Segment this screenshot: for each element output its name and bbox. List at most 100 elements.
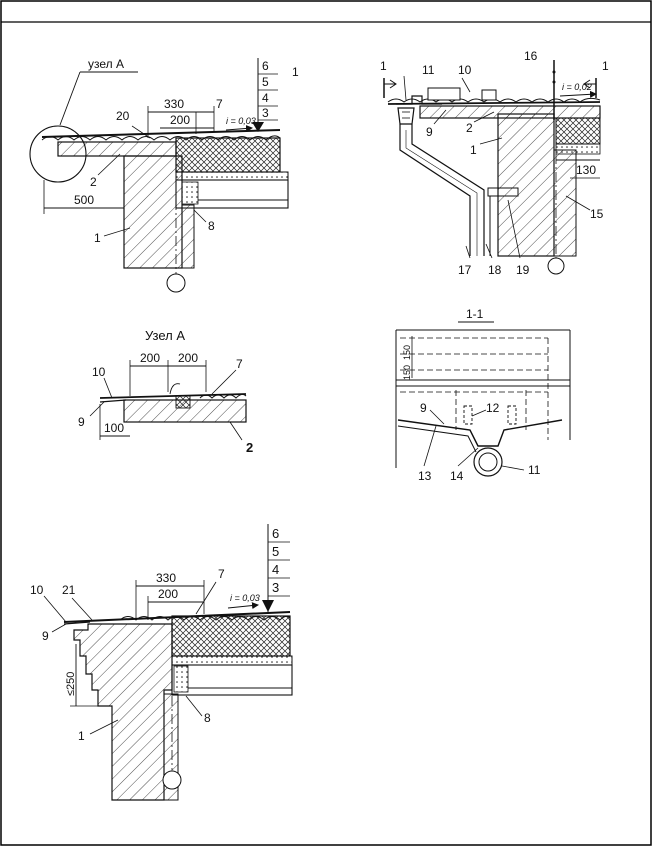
wall — [497, 113, 555, 257]
leader-21 — [71, 597, 93, 621]
leader-15 — [565, 195, 591, 211]
slope-arrow — [225, 124, 253, 132]
dim-330: 330 — [164, 97, 184, 111]
leader-9 — [89, 401, 105, 417]
drip-edge — [99, 399, 127, 403]
funnel-top — [396, 95, 442, 105]
leader-8 — [193, 209, 207, 223]
leader-10 — [103, 377, 113, 399]
wall-back — [553, 149, 577, 257]
corbel-wall — [73, 623, 173, 801]
ref-1: 1 — [470, 143, 477, 157]
ref-stack-1: 1 — [292, 65, 299, 79]
leader-9 — [433, 109, 447, 125]
ref-10: 10 — [458, 63, 472, 77]
layer-5: 5 — [262, 75, 269, 89]
bracket — [463, 405, 473, 425]
downpipe-inner — [478, 452, 498, 472]
eave-slab — [57, 141, 177, 157]
ref-16: 16 — [524, 49, 538, 63]
ref-7: 7 — [236, 357, 243, 371]
dim-150-upper: 150 — [402, 345, 412, 360]
insulation — [555, 117, 601, 145]
leader-11 — [501, 465, 525, 471]
ref-7: 7 — [216, 97, 223, 111]
dim-250: ≤250 — [65, 672, 77, 696]
layer-stack-arrow — [262, 600, 274, 612]
fitting — [481, 89, 497, 101]
leader-13 — [423, 425, 437, 467]
ref-2: 2 — [90, 175, 97, 189]
roof-slab-top — [175, 171, 289, 181]
leader-9 — [429, 409, 445, 425]
dim-200: 200 — [158, 587, 178, 601]
slab-layer — [555, 143, 601, 155]
slope-arrow — [559, 90, 597, 98]
wall-inner-face — [181, 204, 195, 269]
gravel-layer — [199, 393, 247, 399]
leader-1 — [89, 719, 119, 735]
downpipe-outer — [473, 447, 503, 477]
dim-150-lower: 150 — [402, 365, 412, 380]
slope-label: i = 0,03 — [230, 593, 260, 603]
leader-20 — [131, 125, 151, 139]
section-mark-left-arrow — [389, 79, 397, 89]
ref-8: 8 — [208, 219, 215, 233]
drip-edge — [63, 621, 91, 625]
ref-10: 10 — [30, 583, 44, 597]
leader-2 — [473, 111, 495, 123]
ref-12: 12 — [486, 401, 500, 415]
ref-7: 7 — [218, 567, 225, 581]
ref-14: 14 — [450, 469, 464, 483]
leader-1 — [479, 137, 503, 145]
leader-10 — [43, 595, 67, 623]
eaves-detail-1: узел А 330 200 500 i = 0,03 6 5 4 3 1 20… — [29, 57, 299, 293]
ref-11: 11 — [528, 463, 541, 477]
leader-18 — [485, 243, 493, 259]
ref-9: 9 — [426, 125, 433, 139]
roof-membrane — [99, 393, 247, 399]
leader-19 — [507, 199, 521, 259]
leader-7 — [211, 369, 237, 395]
dim-330: 330 — [156, 571, 176, 585]
pipe-clamp — [487, 187, 519, 197]
dim-200: 200 — [170, 113, 190, 127]
insulation — [171, 615, 291, 657]
mast-dot — [552, 70, 556, 74]
ref-17: 17 — [458, 263, 472, 277]
gravel-layer — [41, 135, 281, 141]
section-mark-label-left: 1 — [380, 59, 387, 73]
leader-2 — [229, 421, 243, 441]
ref-8: 8 — [204, 711, 211, 725]
fastener — [175, 395, 191, 409]
leader-9 — [51, 623, 67, 633]
section-title: 1-1 — [466, 307, 484, 321]
ref-20: 20 — [116, 109, 130, 123]
dim-500: 500 — [74, 193, 94, 207]
leader-2 — [97, 153, 121, 176]
leader-12 — [471, 409, 487, 417]
node-a-callout-label: узел А — [88, 57, 124, 71]
ref-1: 1 — [78, 729, 85, 743]
funnel-cap — [427, 87, 461, 101]
section-1-1: 1-1 150 150 9 12 13 14 11 — [395, 307, 571, 483]
ref-1: 1 — [94, 231, 101, 245]
ref-9: 9 — [78, 415, 85, 429]
dim-200-right: 200 — [178, 351, 198, 365]
downpipe-outer — [399, 124, 471, 256]
ref-10: 10 — [92, 365, 106, 379]
layer-6: 6 — [262, 59, 269, 73]
wall — [123, 155, 183, 269]
layer-4: 4 — [272, 562, 279, 577]
slope-label: i = 0,02 — [562, 82, 592, 92]
axis-bubble — [166, 273, 186, 293]
gravel-layer — [119, 615, 291, 621]
insulation — [175, 137, 281, 173]
node-a-detail: Узел А 200 200 100 10 9 7 2 — [78, 328, 253, 455]
ref-15: 15 — [590, 207, 604, 221]
ref-2: 2 — [246, 440, 253, 455]
axis-bubble — [547, 257, 565, 275]
